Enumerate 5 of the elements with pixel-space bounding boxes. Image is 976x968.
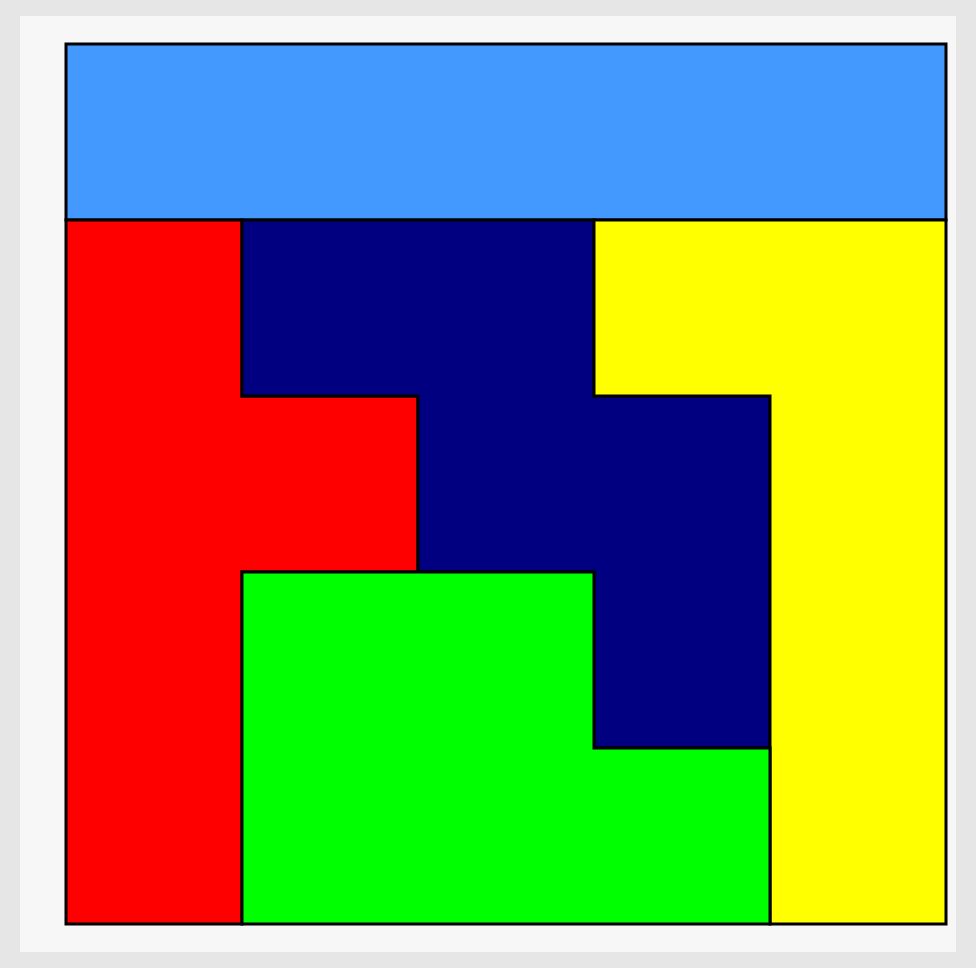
puzzle-piece bbox=[64, 218, 420, 926]
puzzle-piece bbox=[240, 570, 772, 926]
puzzle-piece bbox=[64, 42, 948, 222]
puzzle-piece bbox=[240, 218, 772, 750]
puzzle-piece bbox=[592, 218, 948, 926]
